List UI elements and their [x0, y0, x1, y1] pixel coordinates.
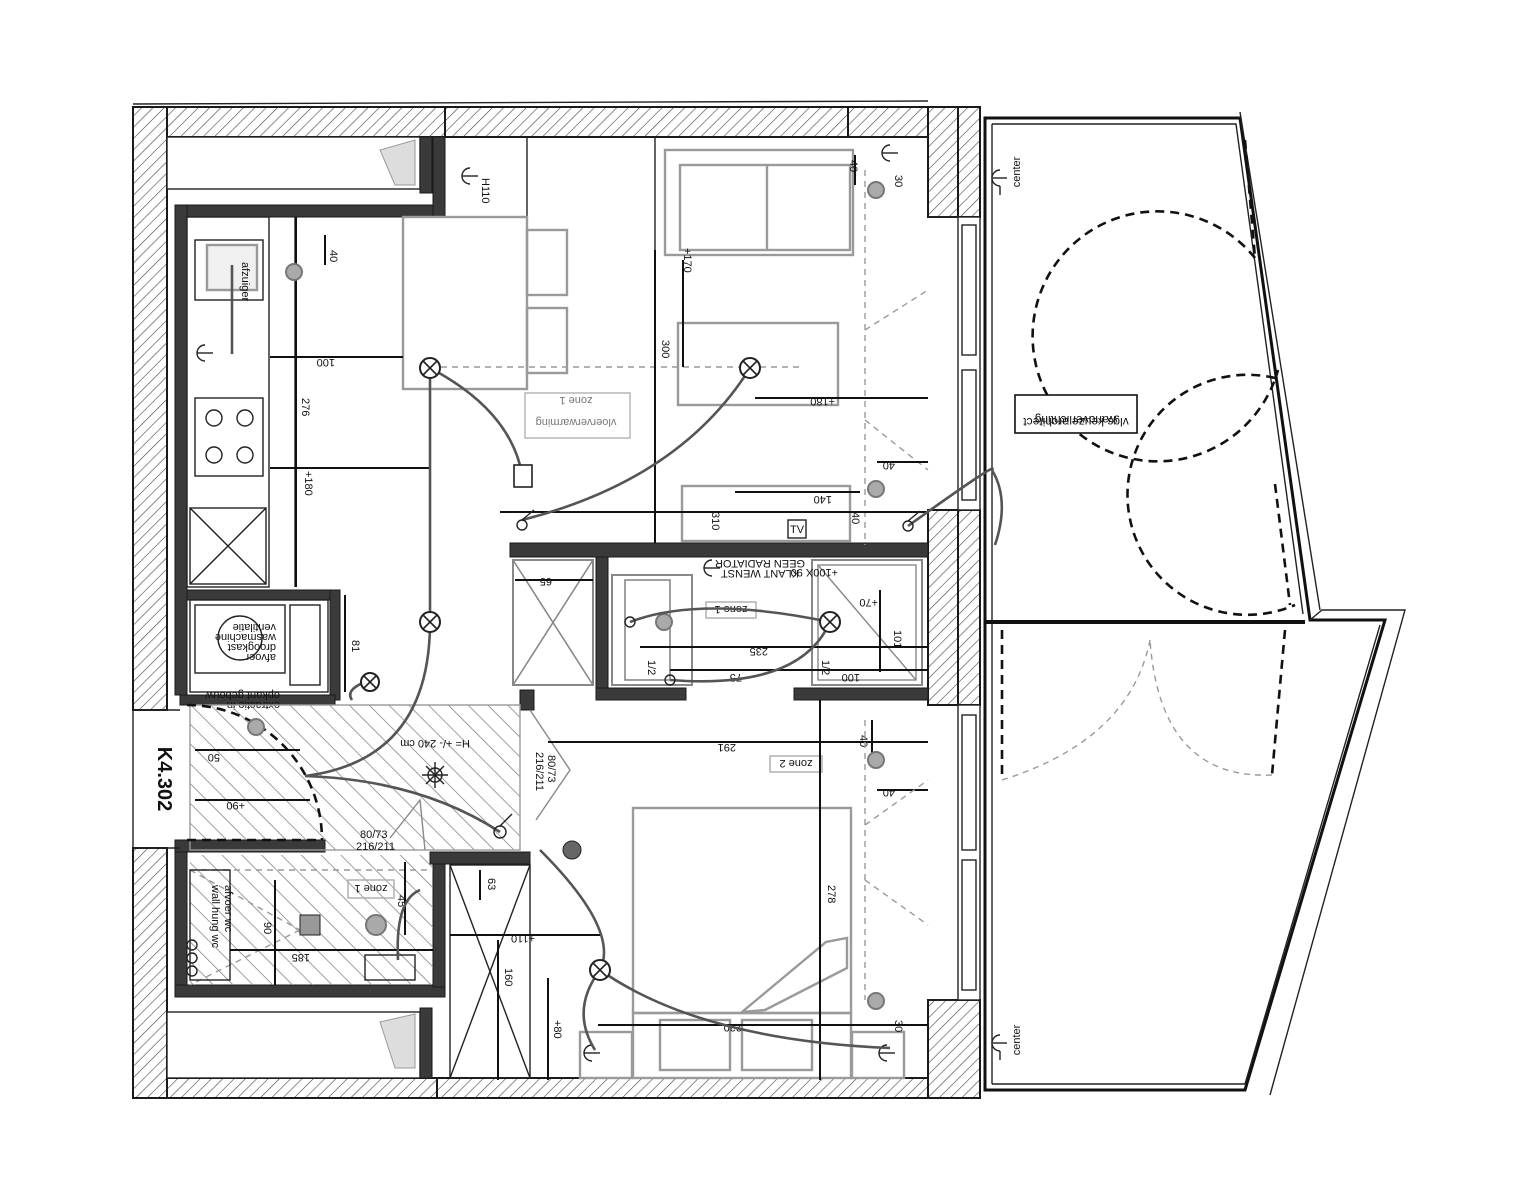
hall: H= +/- 240 cm 50 +90 80/73 216/211 80/73… — [153, 703, 571, 853]
light-fixtures — [360, 357, 921, 981]
socket-icon — [583, 1044, 600, 1062]
living-room: zone 1 vloerverwarming 300 +170 40 30 +1… — [430, 144, 929, 545]
socket-icon — [461, 167, 478, 185]
socket-icon — [196, 344, 213, 362]
dim-wc-90: 90 — [261, 922, 273, 934]
terrace-note-line-1: wandverlichting — [1035, 413, 1119, 427]
dim-kitchen-100: 100 — [317, 356, 335, 368]
dim-bed-291: 291 — [718, 741, 736, 753]
bedroom: zone 2 291 40 40 278 220 30 — [548, 700, 929, 1080]
dim-kitchen-276: 276 — [299, 398, 311, 416]
ceiling-light-icon — [739, 357, 761, 379]
dim-bed-40-top: 40 — [857, 735, 869, 747]
terrace: wandverlichting vlgs keuze architect cen… — [983, 111, 1406, 1096]
ceiling-light-icon — [419, 357, 441, 379]
laundry-note-2: wasmachine — [215, 631, 277, 643]
switch-icon — [493, 813, 513, 839]
dim-kitchen-180: +180 — [302, 471, 314, 496]
socket-icon — [881, 144, 898, 162]
ceiling-light-icon — [419, 611, 441, 633]
ceiling-fixture-icon — [422, 762, 448, 788]
dim-living-300: 300 — [659, 340, 671, 358]
switch-icon — [516, 509, 535, 531]
dim-hall-90: +90 — [226, 799, 245, 811]
dim-bath-half-a: 1/2 — [645, 660, 657, 675]
dim-living-30: 30 — [892, 175, 904, 187]
walls — [132, 106, 981, 1099]
door-1-size-b: 216/211 — [356, 841, 395, 853]
dim-living-310: 310 — [709, 512, 721, 530]
wc-note-1: afvoer wc — [222, 885, 234, 933]
bathroom: 65 +100X 90 KLANT WENST GEEN RADIATOR zo… — [512, 557, 928, 686]
dim-storage-160: 160 — [502, 968, 514, 986]
switch-icon — [902, 510, 921, 532]
ceiling-light-icon — [360, 672, 380, 692]
center-label-top: center — [1011, 156, 1023, 187]
dim-living-180: +180 — [810, 395, 835, 407]
tv-label: TV — [790, 524, 805, 536]
dim-kitchen-40: 40 — [327, 250, 339, 262]
dim-living-40-low: 40 — [849, 512, 861, 524]
door-2-size-b: 216/211 — [533, 752, 545, 791]
shower-size-label: +100X 90 — [791, 566, 838, 578]
dim-bath-101: 101 — [891, 630, 903, 648]
dim-bed-40-mid: 40 — [883, 786, 895, 798]
wall-light-icon — [991, 169, 1007, 195]
zone1-label: zone 1 — [559, 394, 592, 406]
ceiling-light-icon — [819, 611, 841, 633]
dim-bath-half-b: 1/2 — [819, 660, 831, 675]
dim-bed-278: 278 — [825, 885, 837, 903]
afzuiger-label: afzuiger — [239, 262, 251, 301]
unit-code: K4.302 — [153, 747, 175, 812]
wc: afvoer wc wall hung wc zone 1 45 90 185 — [186, 855, 433, 986]
dim-bath-70: +70 — [859, 596, 878, 608]
socket-icon — [703, 559, 720, 577]
dim-storage-80: +80 — [551, 1020, 563, 1039]
socket-icon — [878, 1044, 895, 1062]
ceiling-light-icon — [589, 959, 611, 981]
zone2-label: zone 2 — [779, 757, 812, 769]
laundry-note-1: ventilatie — [233, 621, 276, 633]
dim-bath-235: 235 — [750, 645, 768, 657]
dim-laundry-81: 81 — [349, 640, 361, 652]
wc-note-2: wall hung wc — [209, 884, 221, 948]
laundry-note-3: droogkast — [228, 641, 276, 653]
door-2-size-a: 80/73 — [545, 755, 557, 783]
switch-icon — [624, 616, 636, 628]
zone1-wc-label: zone 1 — [354, 882, 387, 894]
dim-storage-63: 63 — [485, 878, 497, 890]
laundry-note-5: opkant gebouw — [205, 689, 280, 701]
dim-hall-50: 50 — [208, 751, 220, 763]
storage: 63 +110 160 +80 — [449, 864, 600, 1080]
dim-living-140: 140 — [814, 493, 832, 505]
dim-bath-65: 65 — [540, 575, 552, 587]
geen-radiator-label: GEEN RADIATOR — [715, 557, 805, 569]
laundry-note-4: afvoer — [245, 651, 276, 663]
thermostat-icon — [513, 464, 533, 488]
radiator-icon — [186, 939, 198, 977]
h110-label: H110 — [479, 178, 491, 203]
dim-living-40-top: 40 — [847, 160, 859, 172]
kitchen: H110 afzuiger 40 100 276 +180 — [186, 167, 569, 588]
center-label-bottom: center — [1011, 1024, 1023, 1055]
dim-bed-30: 30 — [892, 1020, 904, 1032]
dim-storage-110: +110 — [511, 932, 535, 944]
klant-wenst-label: KLANT WENST — [721, 567, 799, 579]
wall-light-icon — [991, 1034, 1007, 1060]
height-note: H= +/- 240 cm — [400, 737, 470, 749]
windows — [166, 136, 981, 1079]
dim-bath-75: 75 — [730, 671, 742, 683]
smoke-detector-icon — [562, 840, 582, 860]
dim-bath-100: 100 — [842, 671, 860, 683]
door-1-size-a: 80/73 — [360, 829, 388, 841]
switch-icon — [664, 674, 676, 686]
dim-living-40-mid: 40 — [883, 459, 895, 471]
dim-wc-185: 185 — [292, 951, 310, 963]
vloerverwarming-label: vloerverwarming — [536, 416, 617, 428]
terrace-note-line-2: vlgs keuze architect — [1023, 415, 1129, 429]
